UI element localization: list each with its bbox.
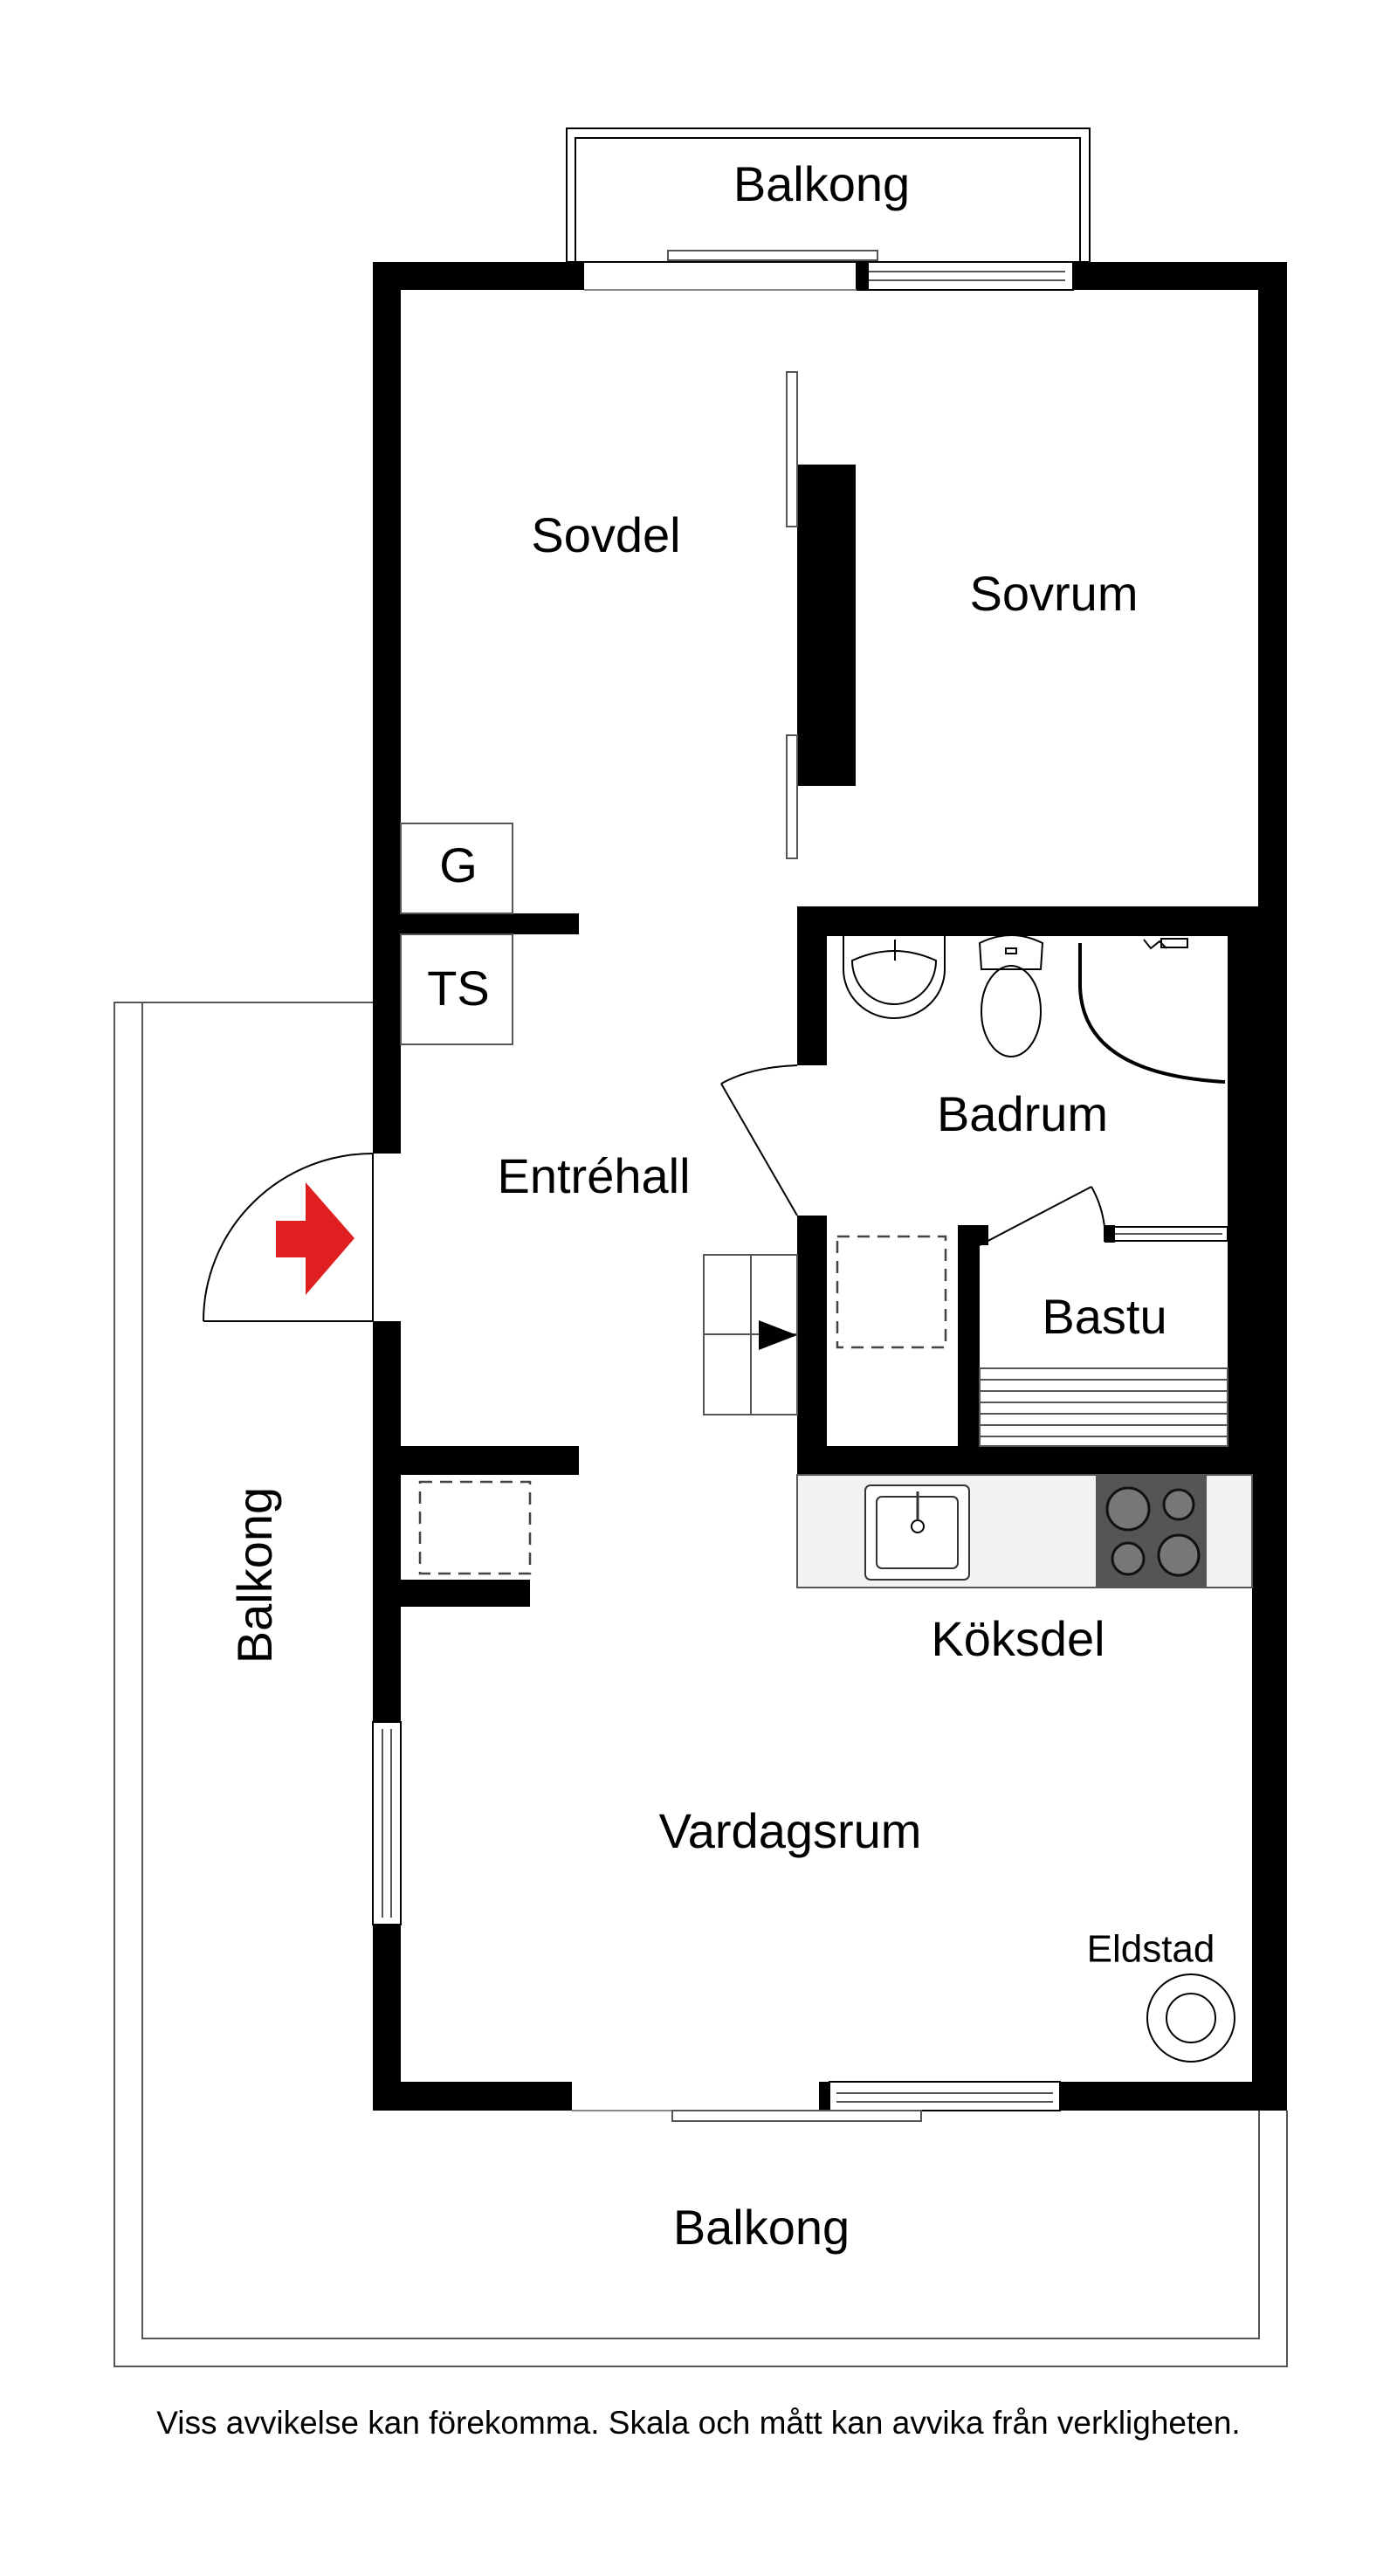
window-top — [856, 261, 1074, 291]
stove-icon — [1096, 1475, 1207, 1588]
fireplace-icon — [1146, 1973, 1235, 2063]
label-g: G — [439, 837, 478, 892]
wardrobe-g — [400, 823, 513, 914]
sliding-door-top — [667, 250, 878, 261]
entrance-arrow-icon — [276, 1182, 354, 1295]
sauna-bench-icon — [979, 1367, 1228, 1447]
label-eldstad: Eldstad — [1087, 1928, 1215, 1971]
window-left — [372, 1721, 402, 1925]
label-balkong-bottom: Balkong — [673, 2200, 850, 2255]
label-ts: TS — [427, 961, 490, 1016]
window-sauna — [1104, 1225, 1228, 1243]
label-koksdel: Köksdel — [931, 1611, 1105, 1666]
toilet-icon — [978, 934, 1044, 1057]
label-balkong-left: Balkong — [227, 1487, 282, 1663]
balcony-top — [566, 127, 1091, 263]
hall-dashed-area — [418, 1480, 532, 1575]
closet-dashed-area — [836, 1235, 947, 1349]
wardrobe-ts — [400, 933, 513, 1045]
label-vardagsrum: Vardagsrum — [659, 1803, 922, 1858]
label-bastu: Bastu — [1042, 1289, 1166, 1344]
disclaimer-footer: Viss avvikelse kan förekomma. Skala och … — [156, 2405, 1240, 2441]
kitchen-sink-icon — [864, 1484, 970, 1581]
balcony-wrap — [114, 1002, 1288, 2367]
bathroom-door — [720, 1064, 798, 1216]
label-balkong-top: Balkong — [733, 156, 910, 211]
window-bottom — [829, 2081, 1061, 2111]
label-sovrum: Sovrum — [970, 566, 1139, 621]
label-badrum: Badrum — [937, 1086, 1108, 1141]
sliding-door-bottom — [671, 2110, 922, 2122]
washbasin-icon — [843, 936, 946, 1019]
label-entrehall: Entréhall — [497, 1148, 690, 1203]
label-sovdel: Sovdel — [531, 507, 680, 562]
sovrum-sliding-panels — [786, 371, 798, 859]
sauna-door — [979, 1186, 1105, 1246]
bench-icon — [703, 1254, 798, 1415]
shower-icon — [1078, 938, 1226, 1084]
walls — [373, 262, 1287, 2111]
entrance-door — [203, 1153, 374, 1322]
